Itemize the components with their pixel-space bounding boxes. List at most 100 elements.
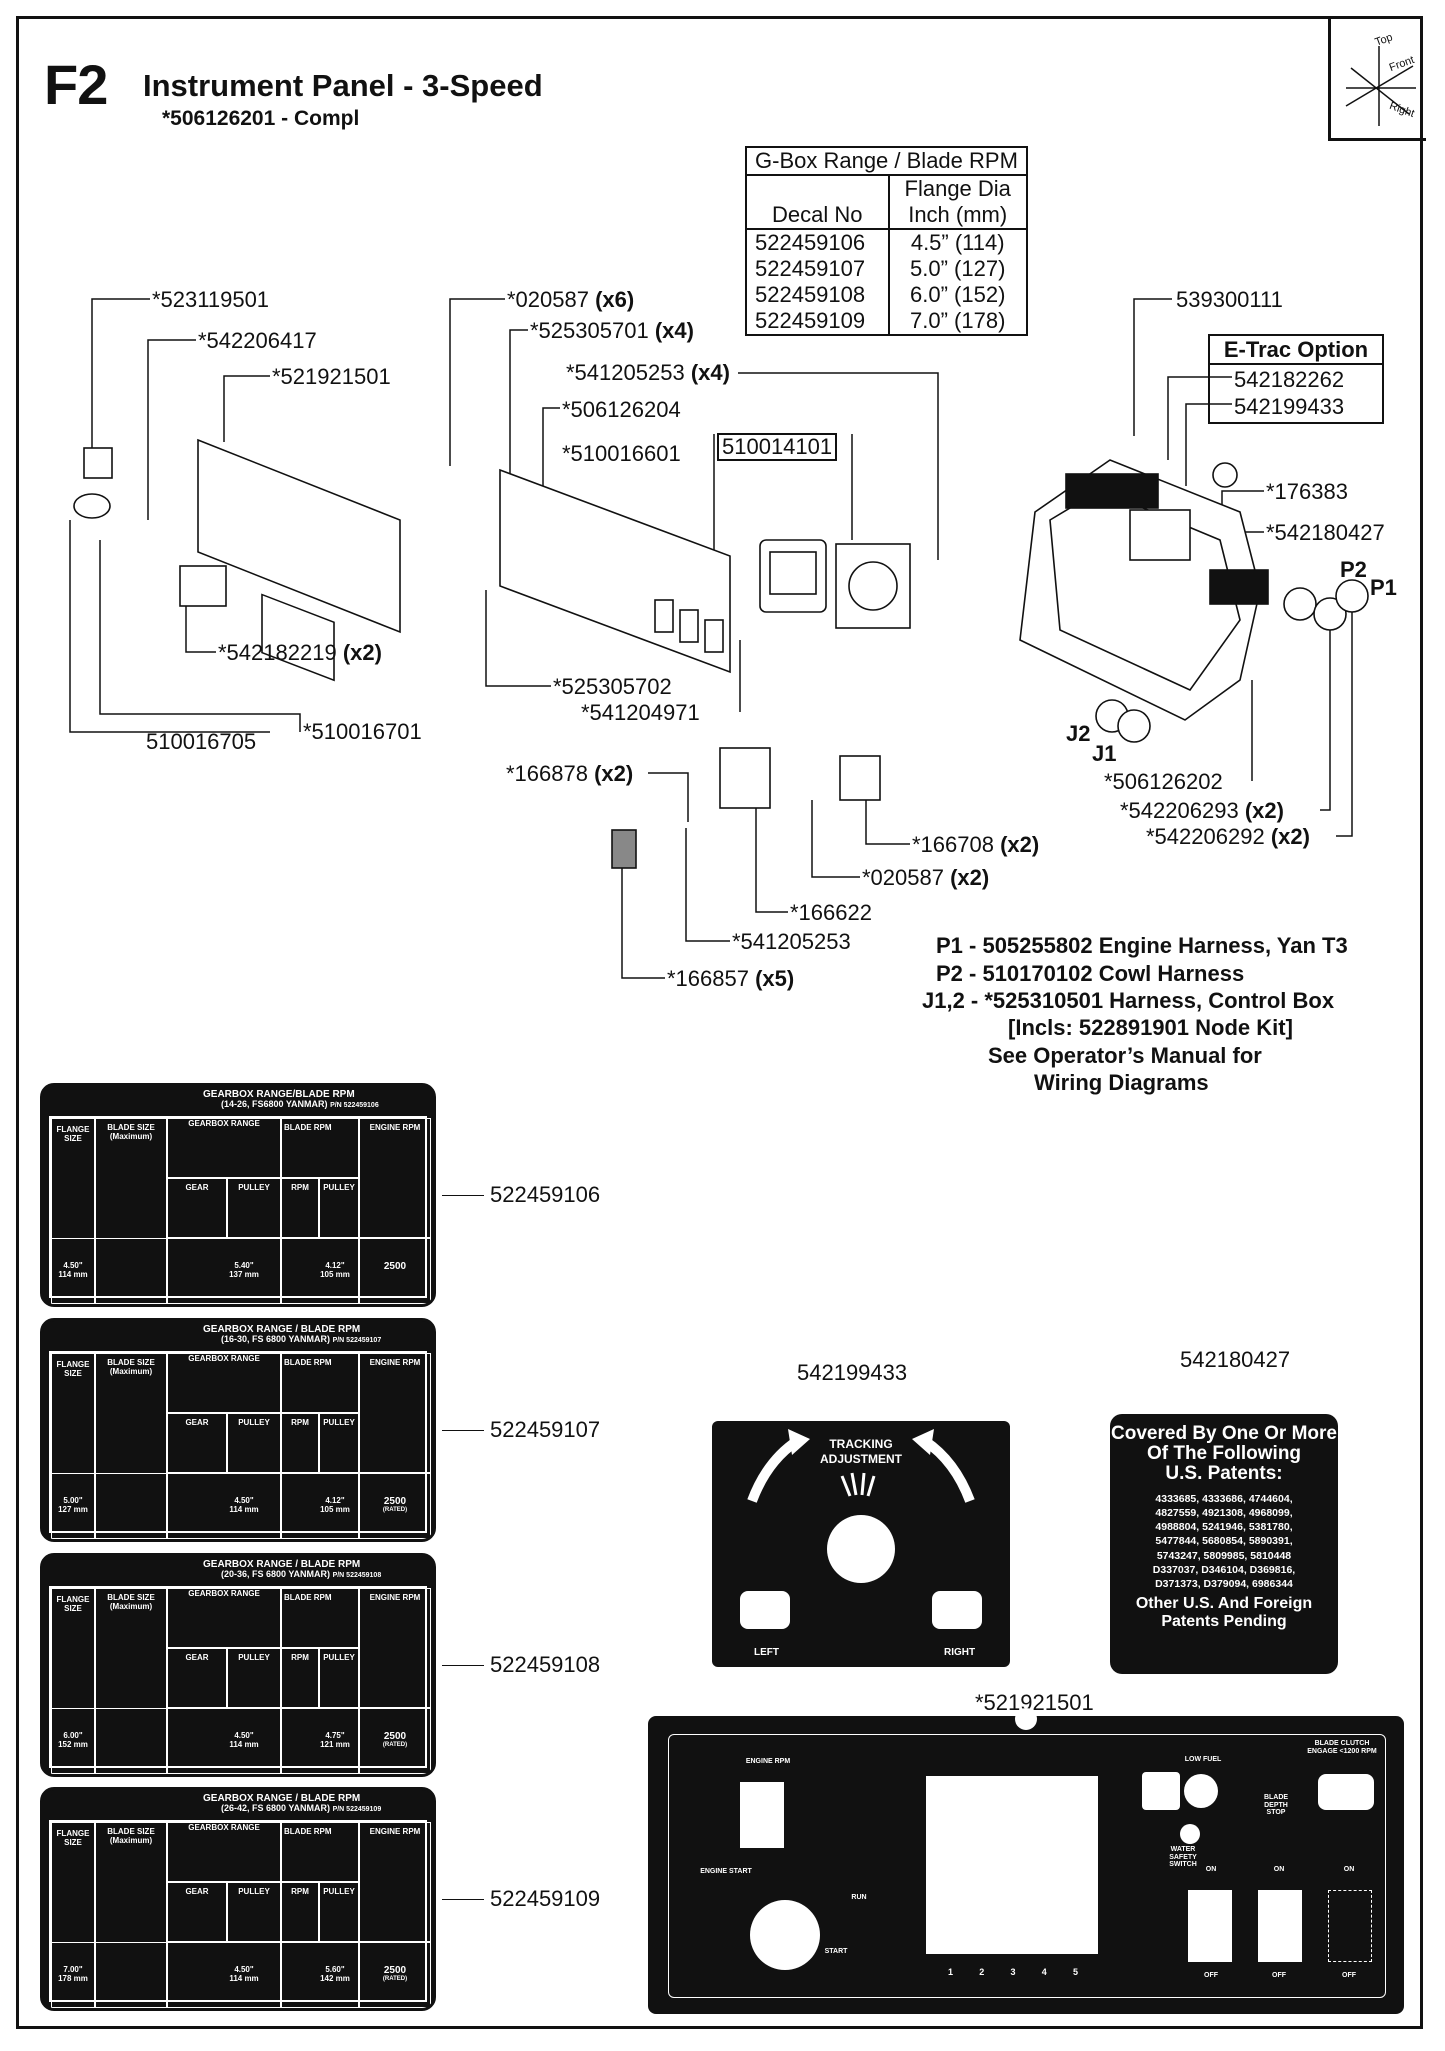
harness-ring <box>1335 579 1369 613</box>
patent-numbers: 4333685, 4333686, 4744604, <box>1155 1492 1293 1505</box>
blade-depth-switch[interactable] <box>1258 1890 1302 1962</box>
page-subtitle: *506126201 - Compl <box>162 107 360 130</box>
patent-decal-part: 542180427 <box>1180 1347 1291 1372</box>
pulley-cell: PULLEY <box>227 1648 281 1708</box>
water-safety-label: WATER SAFETY SWITCH <box>1169 1846 1197 1869</box>
blade-depth-label: BLADE DEPTH STOP <box>1263 1794 1289 1817</box>
decal-title: GEARBOX RANGE / BLADE RPM <box>203 1559 361 1570</box>
patent-numbers: 4988804, 5241946, 5381780, <box>1155 1521 1293 1534</box>
decal-part-number: 522459107 <box>490 1417 601 1442</box>
panel-decal-part: *521921501 <box>975 1690 1094 1715</box>
gearbox-cell: GEARBOX RANGE <box>167 1118 281 1178</box>
callout-542182219: *542182219 (x2) <box>218 640 382 665</box>
panel-notch <box>1015 1708 1037 1730</box>
gear-cell: GEAR <box>167 1882 227 1942</box>
callout-P1: P1 <box>1370 575 1397 600</box>
engine-rpm-cell: ENGINE RPM <box>359 1353 431 1473</box>
leader-line <box>1133 298 1172 436</box>
water-safety-switch[interactable] <box>1188 1890 1232 1962</box>
blade-rpm-cell: BLADE RPM <box>281 1353 359 1413</box>
patent-numbers: 5477844, 5680854, 5890391, <box>1155 1535 1293 1548</box>
decal-subtitle: (16-30, FS 6800 YANMAR) P/N 522459107 <box>221 1334 382 1344</box>
decal-title: GEARBOX RANGE / BLADE RPM <box>203 1793 361 1804</box>
flange-value: 5.00"127 mm <box>51 1473 95 1539</box>
note-j12: J1,2 - *525310501 Harness, Control Box <box>922 988 1335 1013</box>
pulley1-value: 4.50"114 mm <box>167 1942 281 2008</box>
patent-decal: Covered By One Or More Of The Following … <box>1110 1414 1338 1674</box>
range-table-col1: Decal No <box>746 202 890 230</box>
leader-line <box>442 1195 484 1196</box>
ignition-switch[interactable] <box>750 1900 820 1970</box>
leader-line <box>147 339 196 520</box>
decal-grid: FLANGE SIZE BLADE SIZE (Maximum) GEARBOX… <box>49 1586 431 1774</box>
decal-grid: FLANGE SIZE BLADE SIZE (Maximum) GEARBOX… <box>49 1820 431 2008</box>
engine-rpm-cell: ENGINE RPM <box>359 1118 431 1238</box>
display-window <box>926 1776 1098 1954</box>
connector-j1 <box>1117 709 1151 743</box>
terminal-stack <box>611 829 637 869</box>
engine-rpm-label: ENGINE RPM <box>745 1758 791 1765</box>
decal-title: GEARBOX RANGE/BLADE RPM <box>203 1089 355 1100</box>
tracking-right: RIGHT <box>944 1647 976 1658</box>
plate-slot <box>679 609 699 643</box>
patent-heading-1: Covered By One Or More <box>1111 1423 1337 1444</box>
gear-cell: GEAR <box>167 1413 227 1473</box>
callout-510016601: *510016601 <box>562 441 681 466</box>
gearbox-cell: GEARBOX RANGE <box>167 1353 281 1413</box>
leader-line <box>442 1430 484 1431</box>
patent-numbers: 5743247, 5809985, 5810448 <box>1156 1549 1292 1562</box>
callout-020587b: *020587 (x2) <box>862 865 990 890</box>
tracking-left: LEFT <box>754 1647 779 1658</box>
leader-line <box>738 372 939 560</box>
switch-off-label: OFF <box>1272 1972 1286 1979</box>
tracking-arrows-icon <box>740 1429 982 1629</box>
gear-cell: GEAR <box>167 1648 227 1708</box>
leader-line <box>1320 612 1331 811</box>
fuel-icon <box>1142 1772 1180 1810</box>
leader-line <box>685 828 730 942</box>
patent-numbers: D337037, D346104, D369816, <box>1152 1563 1296 1576</box>
switch-knob <box>83 447 113 479</box>
leader-line <box>1336 600 1353 837</box>
etrac-option-box: E-Trac Option 542182262 542199433 <box>1208 334 1384 424</box>
decal-subtitle: (14-26, FS6800 YANMAR) P/N 522459106 <box>221 1099 379 1109</box>
engine-rpm-cell: ENGINE RPM <box>359 1822 431 1942</box>
tracking-decal: TRACKING ADJUSTMENT LEFT RIGHT <box>712 1421 1010 1667</box>
pulley-cell: PULLEY <box>227 1882 281 1942</box>
leader-line <box>442 1899 484 1900</box>
spare-switch-slot <box>1328 1890 1372 1962</box>
water-safety-icon <box>1180 1824 1200 1844</box>
harness-ring <box>1313 597 1347 631</box>
callout-541205253b: *541205253 <box>732 929 851 954</box>
blade-rpm-cell: BLADE RPM <box>281 1822 359 1882</box>
patent-decal-pad <box>1209 569 1269 605</box>
orientation-axes-icon <box>1345 46 1416 126</box>
note-incls: [Incls: 522891901 Node Kit] <box>1008 1015 1293 1040</box>
engine-rpm-value: 2500 <box>359 1238 431 1304</box>
pulley1-value: 5.40"137 mm <box>167 1238 281 1304</box>
callout-542206292: *542206292 (x2) <box>1146 824 1310 849</box>
decal-grid: FLANGE SIZE BLADE SIZE (Maximum) GEARBOX… <box>49 1116 431 1304</box>
blade-value <box>95 1473 167 1539</box>
patent-footer-2: Patents Pending <box>1161 1612 1287 1630</box>
blade-value <box>95 1708 167 1774</box>
leader-line <box>509 329 528 510</box>
gearbox-decal: GEARBOX RANGE / BLADE RPM (26-42, FS 680… <box>40 1787 436 2011</box>
pulley2-value: 4.12"105 mm <box>281 1473 359 1539</box>
callout-176383: *176383 <box>1266 479 1348 504</box>
callout-542180427: *542180427 <box>1266 520 1385 545</box>
callout-539300111: 539300111 <box>1176 287 1283 312</box>
range-table: G-Box Range / Blade RPM Flange Dia Decal… <box>745 146 1028 336</box>
leader-line <box>1167 376 1232 460</box>
etrac-title: E-Trac Option <box>1210 336 1382 365</box>
range-table-col2b: Inch (mm) <box>888 202 1027 230</box>
plate-slot <box>704 619 724 653</box>
engine-rpm-value: 2500(RATED) <box>359 1473 431 1539</box>
decal-subtitle: (20-36, FS 6800 YANMAR) P/N 522459108 <box>221 1569 382 1579</box>
tracking-decal-part: 542199433 <box>797 1360 908 1385</box>
callout-525305701: *525305701 (x4) <box>530 318 694 343</box>
note-p2: P2 - 510170102 Cowl Harness <box>936 961 1245 986</box>
patent-heading-3: U.S. Patents: <box>1165 1462 1283 1484</box>
